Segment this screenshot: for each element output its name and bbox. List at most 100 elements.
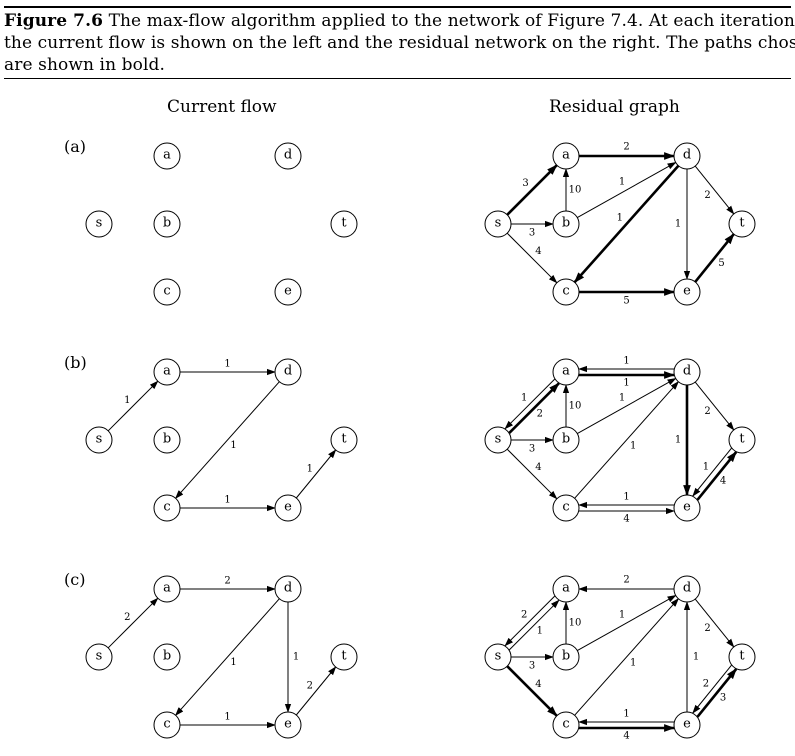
residual-b-edge-ba-label: 10 [569, 401, 582, 412]
residual-a-edge-sc-label: 4 [535, 246, 541, 257]
residual-b-edge-bd-label: 1 [619, 393, 625, 404]
residual-b-edge-sa [508, 382, 560, 434]
residual-c-edge-dt [694, 598, 735, 648]
svg-text:t: t [341, 649, 347, 664]
residual-b-node-e: e [673, 494, 701, 522]
panel-c-label: (c) [64, 570, 86, 589]
svg-text:b: b [562, 216, 570, 231]
residual-b-edge-bd [577, 377, 677, 435]
caption-line-3: are shown in bold. [4, 55, 165, 75]
svg-text:c: c [163, 717, 170, 732]
residual-a-edge-bd-label: 1 [619, 177, 625, 188]
residual-a-node-c: c [552, 278, 580, 306]
flow-c-edge-dc [175, 598, 280, 716]
svg-text:s: s [495, 432, 502, 447]
residual-a-edge-de-label: 1 [675, 219, 681, 230]
residual-a-edge-sa [506, 164, 558, 216]
svg-text:b: b [163, 216, 171, 231]
svg-text:s: s [96, 216, 103, 231]
svg-text:c: c [163, 284, 170, 299]
svg-text:a: a [163, 364, 171, 379]
residual-a-edge-dt [694, 165, 735, 215]
flow-c-node-d: d [274, 575, 302, 603]
flow-b-edge-dc-label: 1 [230, 440, 236, 451]
svg-text:c: c [562, 500, 569, 515]
residual-c-edge-bd [577, 594, 677, 652]
svg-text:t: t [739, 432, 745, 447]
svg-text:a: a [562, 581, 570, 596]
flow-c-node-b: b [153, 643, 181, 671]
residual-b-edge-sa-label: 2 [537, 408, 543, 419]
svg-text:s: s [96, 432, 103, 447]
residual-c-node-a: a [552, 575, 580, 603]
residual-b-edge-ad-label: 1 [623, 378, 629, 389]
flow-c-edge-ad-label: 2 [224, 576, 230, 587]
residual-c-edge-ba-label: 10 [569, 618, 582, 629]
residual-b-edge-de-label: 1 [675, 435, 681, 446]
residual-b-edge-as-label: 1 [521, 393, 527, 404]
svg-text:e: e [683, 284, 691, 299]
figure-label: Figure 7.6 [4, 11, 104, 31]
svg-text:e: e [284, 717, 292, 732]
flow-b-edge-dc [175, 381, 280, 499]
residual-b-node-d: d [673, 358, 701, 386]
svg-text:t: t [739, 649, 745, 664]
flow-c-edge-de-label: 1 [293, 652, 299, 663]
residual-b-edge-ce-label: 4 [623, 514, 629, 525]
residual-b-node-t: t [728, 426, 756, 454]
residual-b-edge-sc [506, 448, 558, 500]
svg-text:a: a [562, 148, 570, 163]
svg-text:s: s [495, 216, 502, 231]
residual-a-edge-dc-label: 1 [617, 213, 623, 224]
svg-text:t: t [739, 216, 745, 231]
residual-c-edge-te-label: 2 [703, 679, 709, 690]
flow-a-node-d: d [274, 142, 302, 170]
residual-c-edge-as-label: 2 [521, 610, 527, 621]
residual-b-edge-ec-label: 1 [623, 492, 629, 503]
residual-c-edge-ce-label: 4 [623, 731, 629, 742]
flow-b-node-d: d [274, 358, 302, 386]
flow-a-node-c: c [153, 278, 181, 306]
residual-c-edge-da-label: 2 [623, 575, 629, 586]
svg-text:c: c [562, 284, 569, 299]
flow-a-node-s: s [85, 210, 113, 238]
svg-text:d: d [284, 364, 292, 379]
residual-c-node-d: d [673, 575, 701, 603]
residual-c-edge-et-label: 3 [720, 692, 726, 703]
flow-c-edge-ce-label: 1 [224, 712, 230, 723]
svg-text:e: e [683, 717, 691, 732]
flow-c-edge-et [295, 666, 337, 716]
residual-b-edge-as [504, 378, 556, 430]
flow-b-node-b: b [153, 426, 181, 454]
residual-b-edge-da-label: 1 [623, 356, 629, 367]
flow-b-edge-ce-label: 1 [224, 495, 230, 506]
svg-text:a: a [562, 364, 570, 379]
residual-b-edge-dt [694, 381, 735, 431]
residual-b-edge-cd-label: 1 [630, 441, 636, 452]
panel-a-label: (a) [64, 137, 87, 156]
residual-a-edge-et-label: 5 [718, 258, 724, 269]
residual-c-edge-sa [508, 599, 560, 651]
svg-text:t: t [341, 432, 347, 447]
flow-c-edge-sa-label: 2 [124, 612, 130, 623]
svg-text:d: d [284, 148, 292, 163]
residual-a-node-b: b [552, 210, 580, 238]
residual-c-edge-cd [574, 598, 679, 716]
residual-c-node-e: e [673, 711, 701, 739]
flow-c-node-e: e [274, 711, 302, 739]
flow-c-node-c: c [153, 711, 181, 739]
svg-text:a: a [163, 148, 171, 163]
residual-c-edge-et [696, 668, 738, 718]
panel-b-label: (b) [64, 353, 87, 372]
svg-text:b: b [562, 649, 570, 664]
residual-b-edge-et [696, 451, 738, 501]
flow-b-edge-et-label: 1 [307, 463, 313, 474]
svg-text:c: c [163, 500, 170, 515]
residual-a-edge-ce-label: 5 [623, 296, 629, 307]
flow-b-edge-sa-label: 1 [124, 395, 130, 406]
flow-b-node-e: e [274, 494, 302, 522]
residual-a-node-s: s [484, 210, 512, 238]
residual-a-edge-ba-label: 10 [569, 185, 582, 196]
flow-b-node-s: s [85, 426, 113, 454]
flow-b-edge-sa [107, 380, 159, 432]
